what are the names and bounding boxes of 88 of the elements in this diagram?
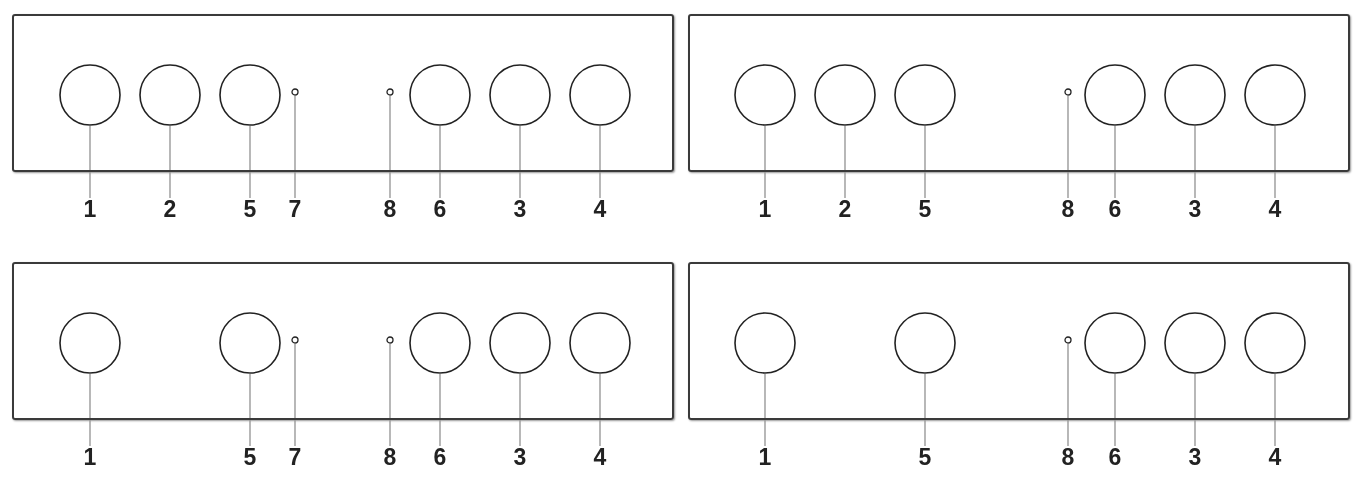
control-knob <box>219 64 281 126</box>
control-knob <box>894 312 956 374</box>
callout-number: 5 <box>913 444 937 470</box>
callout-number: 4 <box>1263 196 1287 222</box>
control-knob <box>734 312 796 374</box>
callout-number: 8 <box>378 196 402 222</box>
leader-line <box>924 373 926 447</box>
leader-line <box>249 373 251 447</box>
leader-line <box>519 125 521 199</box>
callout-number: 3 <box>508 444 532 470</box>
control-knob <box>219 312 281 374</box>
callout-number: 7 <box>283 196 307 222</box>
callout-number: 8 <box>378 444 402 470</box>
control-knob <box>139 64 201 126</box>
control-knob <box>1244 64 1306 126</box>
leader-line <box>389 343 391 447</box>
callout-number: 4 <box>588 196 612 222</box>
control-knob <box>1084 64 1146 126</box>
callout-number: 5 <box>913 196 937 222</box>
leader-line <box>294 95 296 199</box>
callout-number: 1 <box>753 444 777 470</box>
control-panel <box>688 14 1350 172</box>
control-knob <box>1164 64 1226 126</box>
leader-line <box>89 373 91 447</box>
indicator-light <box>1064 336 1072 344</box>
leader-line <box>1274 125 1276 199</box>
leader-line <box>1114 125 1116 199</box>
control-knob <box>1244 312 1306 374</box>
callout-number: 4 <box>1263 444 1287 470</box>
callout-number: 6 <box>428 196 452 222</box>
indicator-light <box>386 88 394 96</box>
callout-number: 1 <box>753 196 777 222</box>
leader-line <box>599 125 601 199</box>
leader-line <box>519 373 521 447</box>
callout-number: 8 <box>1056 444 1080 470</box>
control-panel <box>12 262 674 420</box>
control-knob <box>569 312 631 374</box>
callout-number: 5 <box>238 196 262 222</box>
leader-line <box>169 125 171 199</box>
leader-line <box>1067 343 1069 447</box>
leader-line <box>844 125 846 199</box>
control-knob <box>569 64 631 126</box>
leader-line <box>389 95 391 199</box>
leader-line <box>1114 373 1116 447</box>
leader-line <box>599 373 601 447</box>
indicator-light <box>291 336 299 344</box>
control-panel <box>12 14 674 172</box>
callout-number: 2 <box>158 196 182 222</box>
leader-line <box>924 125 926 199</box>
callout-number: 1 <box>78 444 102 470</box>
callout-number: 3 <box>1183 196 1207 222</box>
leader-line <box>1194 125 1196 199</box>
callout-number: 6 <box>1103 444 1127 470</box>
indicator-light <box>1064 88 1072 96</box>
leader-line <box>764 373 766 447</box>
leader-line <box>1274 373 1276 447</box>
callout-number: 4 <box>588 444 612 470</box>
control-knob <box>1084 312 1146 374</box>
control-knob <box>409 312 471 374</box>
leader-line <box>249 125 251 199</box>
callout-number: 7 <box>283 444 307 470</box>
leader-line <box>1067 95 1069 199</box>
leader-line <box>764 125 766 199</box>
callout-number: 3 <box>1183 444 1207 470</box>
indicator-light <box>291 88 299 96</box>
leader-line <box>1194 373 1196 447</box>
control-knob <box>59 312 121 374</box>
leader-line <box>439 373 441 447</box>
callout-number: 6 <box>1103 196 1127 222</box>
leader-line <box>89 125 91 199</box>
control-knob <box>734 64 796 126</box>
indicator-light <box>386 336 394 344</box>
callout-number: 3 <box>508 196 532 222</box>
control-panel <box>688 262 1350 420</box>
leader-line <box>439 125 441 199</box>
callout-number: 8 <box>1056 196 1080 222</box>
callout-number: 6 <box>428 444 452 470</box>
callout-number: 5 <box>238 444 262 470</box>
leader-line <box>294 343 296 447</box>
control-knob <box>489 64 551 126</box>
control-knob <box>59 64 121 126</box>
control-knob <box>489 312 551 374</box>
control-knob <box>1164 312 1226 374</box>
callout-number: 2 <box>833 196 857 222</box>
callout-number: 1 <box>78 196 102 222</box>
control-knob <box>894 64 956 126</box>
control-knob <box>409 64 471 126</box>
control-knob <box>814 64 876 126</box>
